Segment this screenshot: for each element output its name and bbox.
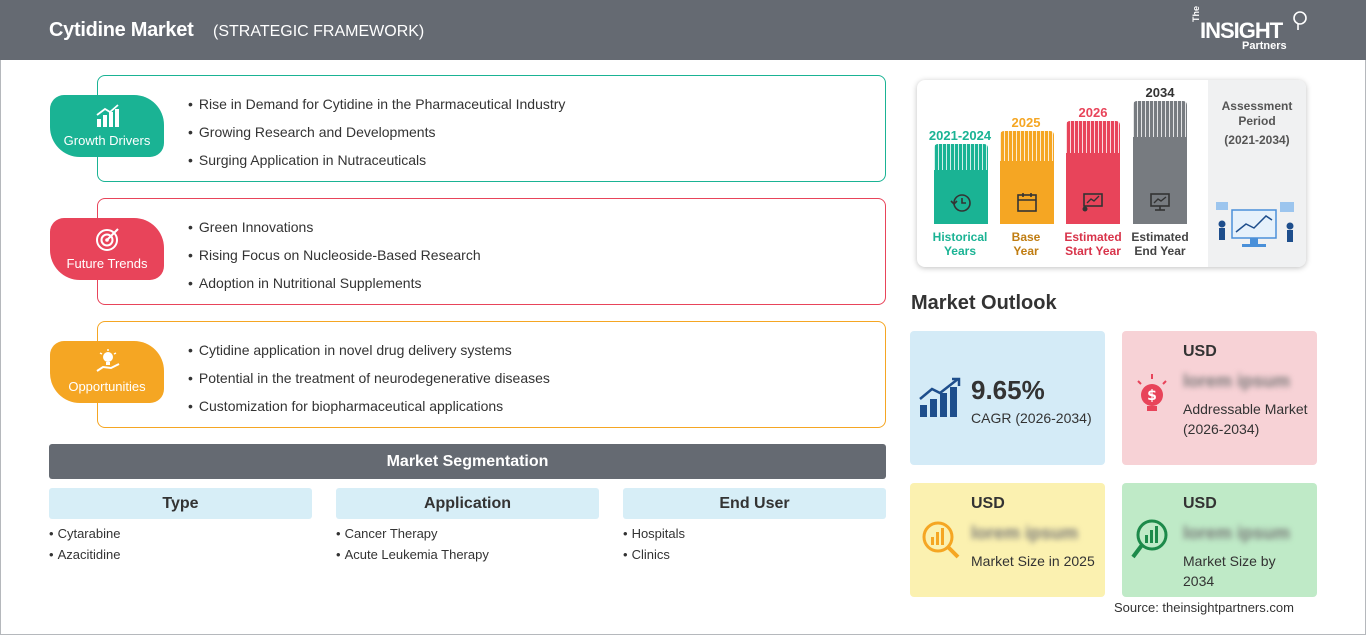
segment-end-user: End User Hospitals Clinics [623, 488, 886, 567]
timeline-year-end: 2034 [1145, 85, 1175, 100]
addressable-label: Addressable Market (2026-2034) [1183, 401, 1308, 437]
magnifier-chart-icon [1131, 519, 1168, 559]
market-size-2034-card: USD lorem ipsum Market Size by 2034 [1122, 483, 1317, 597]
dollar-bulb-icon: $ [1137, 374, 1167, 411]
growth-drivers-badge: Growth Drivers [50, 95, 164, 157]
cagr-value: 9.65% [971, 375, 1045, 405]
size-2025-value: lorem ipsum [971, 523, 1079, 543]
list-item: Azacitidine [49, 546, 312, 567]
list-item: Hospitals [623, 525, 886, 546]
list-item: Clinics [623, 546, 886, 567]
addressable-value: lorem ipsum [1183, 371, 1291, 391]
segment-type: Type Cytarabine Azacitidine [49, 488, 312, 567]
header-bar: Cytidine Market (STRATEGIC FRAMEWORK) Th… [0, 0, 1366, 60]
list-item: Acute Leukemia Therapy [336, 546, 599, 567]
list-item: Cancer Therapy [336, 525, 599, 546]
market-size-2025-card: USD lorem ipsum Market Size in 2025 [910, 483, 1105, 597]
future-trends-box: Green Innovations Rising Focus on Nucleo… [97, 198, 886, 305]
segment-end-user-head: End User [623, 488, 886, 519]
market-outlook-title: Market Outlook [911, 292, 1057, 314]
size-2034-value: lorem ipsum [1183, 523, 1291, 543]
list-item: Adoption in Nutritional Supplements [188, 274, 481, 302]
logo-insight: INSIGHT [1200, 18, 1283, 43]
segment-type-head: Type [49, 488, 312, 519]
growth-chart-icon [919, 377, 961, 417]
source-note: Source: theinsightpartners.com [1114, 600, 1294, 615]
growth-drivers-label: Growth Drivers [63, 133, 151, 148]
insight-partners-logo[interactable]: The INSIGHT Partners [1190, 6, 1310, 54]
svg-text:$: $ [1147, 388, 1157, 404]
size-2034-currency: USD [1183, 495, 1217, 512]
size-2025-currency: USD [971, 495, 1005, 512]
timeline-year-base: 2025 [1011, 115, 1041, 130]
size-2025-label: Market Size in 2025 [971, 553, 1095, 569]
calendar-icon [1017, 193, 1037, 212]
future-trends-label: Future Trends [66, 256, 148, 271]
timeline-year-historical: 2021-2024 [928, 128, 992, 143]
monitor-icon [1150, 193, 1170, 211]
list-item: Cytidine application in novel drug deliv… [188, 341, 550, 369]
opportunities-badge: Opportunities [50, 341, 164, 403]
presentation-chart-icon [1082, 193, 1103, 212]
addressable-currency: USD [1183, 343, 1217, 360]
addressable-market-card: USD lorem ipsum Addressable Market (2026… [1122, 331, 1317, 465]
cagr-label: CAGR (2026-2034) [971, 410, 1092, 426]
page-title: Cytidine Market [49, 19, 194, 41]
analytics-people-icon [1216, 202, 1294, 247]
market-segmentation-title: Market Segmentation [49, 444, 886, 479]
timeline-bar-historical [934, 144, 988, 224]
list-item: Rise in Demand for Cytidine in the Pharm… [188, 95, 566, 123]
list-item: Growing Research and Developments [188, 123, 565, 151]
list-item: Cytarabine [49, 525, 312, 546]
opportunities-list: Cytidine application in novel drug deliv… [188, 341, 550, 425]
cagr-card: 9.65% CAGR (2026-2034) [910, 331, 1105, 465]
segment-application-head: Application [336, 488, 599, 519]
opportunities-box: Cytidine application in novel drug deliv… [97, 321, 886, 428]
list-item: Surging Application in Nutraceuticals [188, 151, 565, 179]
timeline-bar-end [1133, 101, 1187, 224]
logo-bulb-icon [1293, 11, 1307, 30]
opportunities-label: Opportunities [68, 379, 146, 394]
list-item: Rising Focus on Nucleoside-Based Researc… [188, 246, 481, 274]
list-item: Potential in the treatment of neurodegen… [188, 369, 550, 397]
idea-hand-icon [96, 349, 120, 372]
size-2034-label: Market Size by 2034 [1183, 553, 1276, 589]
future-trends-list: Green Innovations Rising Focus on Nucleo… [188, 218, 481, 302]
target-icon [96, 228, 119, 251]
future-trends-badge: Future Trends [50, 218, 164, 280]
timeline-bar-base [1000, 131, 1054, 224]
magnifier-chart-icon [922, 521, 960, 559]
list-item: Customization for biopharmaceutical appl… [188, 397, 550, 425]
timeline-bar-start [1066, 121, 1120, 224]
timeline-year-start: 2026 [1078, 105, 1108, 120]
list-item: Green Innovations [188, 218, 481, 246]
growth-drivers-list: Rise in Demand for Cytidine in the Pharm… [188, 95, 566, 179]
growth-drivers-box: Rise in Demand for Cytidine in the Pharm… [97, 75, 886, 182]
growth-chart-icon [96, 104, 119, 127]
segment-application: Application Cancer Therapy Acute Leukemi… [336, 488, 599, 567]
page-subtitle: (STRATEGIC FRAMEWORK) [213, 23, 425, 40]
history-clock-icon [950, 194, 971, 212]
logo-partners: Partners [1242, 40, 1287, 52]
assessment-period: (2021-2034) [1224, 133, 1290, 147]
